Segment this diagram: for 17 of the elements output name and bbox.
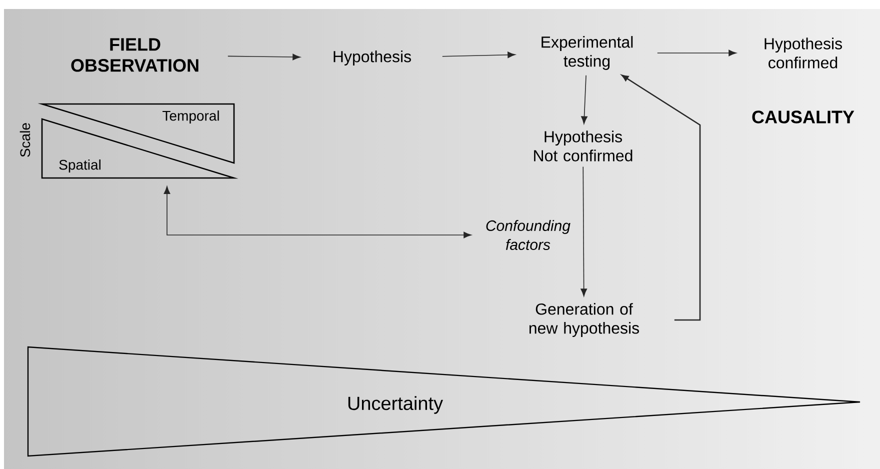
- step-text: Generation of new hypothesis: [529, 303, 639, 337]
- heading-text: FIELD OBSERVATION: [71, 38, 198, 72]
- arrow: [621, 74, 701, 321]
- label-text: CAUSALITY: [752, 110, 854, 124]
- arrow: [228, 54, 300, 60]
- step-text: Hypothesis: [334, 50, 411, 66]
- factor-text: Confounding factors: [486, 220, 570, 250]
- arrow: [657, 50, 736, 56]
- arrow: [581, 74, 588, 124]
- arrow: [442, 52, 516, 58]
- step-text: Experimental testing: [542, 36, 633, 70]
- axis-label: Scale: [20, 123, 30, 157]
- step-text: Hypothesis confirmed: [764, 38, 842, 68]
- uncertainty-wedge: Uncertainty: [27, 346, 861, 457]
- step-text: Hypothesis Not confirmed: [534, 130, 632, 162]
- arrow: [580, 166, 588, 296]
- arrow: [164, 186, 472, 238]
